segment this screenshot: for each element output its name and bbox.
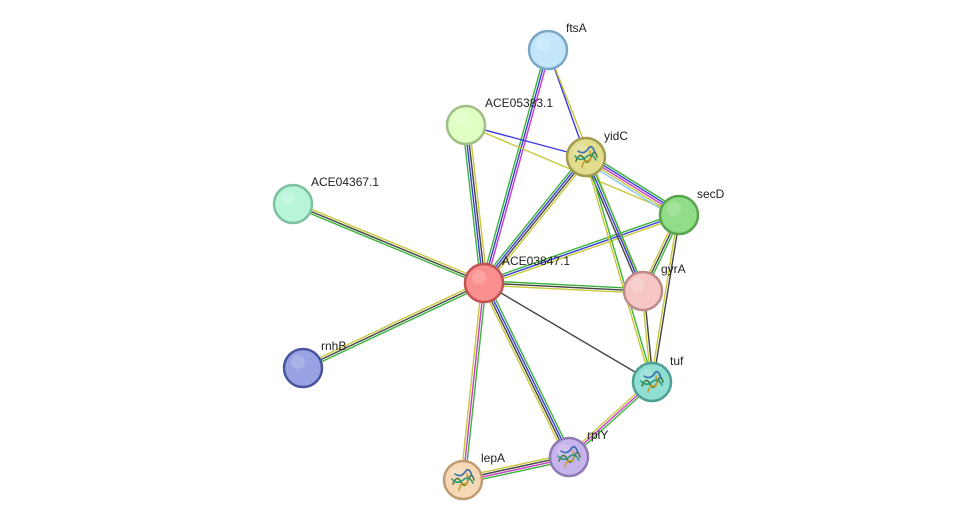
node-label: rplY: [587, 428, 608, 442]
edge-evidence-line: [484, 280, 644, 290]
edge-evidence-line: [652, 215, 681, 383]
node-rplY[interactable]: rplY: [548, 428, 608, 478]
node-label: tuf: [670, 354, 684, 368]
protein-structure-icon: [640, 370, 664, 393]
edge-ACE03847.1-lepA[interactable]: [460, 282, 487, 481]
edge-ACE05383.1-yidC[interactable]: [465, 124, 587, 158]
edge-ACE03847.1-ACE05383.1[interactable]: [462, 124, 488, 284]
edge-evidence-line: [586, 156, 654, 382]
node-tuf[interactable]: tuf: [631, 354, 684, 403]
node-circle[interactable]: [272, 183, 314, 225]
edge-evidence-line: [584, 157, 652, 383]
edge-evidence-line: [480, 284, 567, 459]
edge-ACE03847.1-rplY[interactable]: [480, 281, 573, 459]
edge-evidence-line: [293, 201, 486, 282]
node-label: ACE05383.1: [485, 96, 553, 110]
node-highlight: [472, 270, 486, 284]
node-highlight: [574, 144, 588, 158]
node-label: ftsA: [566, 21, 587, 35]
edge-evidence-line: [484, 216, 680, 286]
edge-evidence-line: [483, 282, 644, 292]
edge-evidence-line: [484, 157, 588, 285]
edge-secD-tuf[interactable]: [650, 214, 681, 383]
edge-evidence-line: [483, 282, 653, 383]
edge-evidence-line: [468, 124, 488, 283]
node-secD[interactable]: secD: [658, 187, 725, 236]
node-circle[interactable]: [527, 29, 569, 71]
node-circle[interactable]: [622, 270, 664, 312]
node-lepA[interactable]: lepA: [442, 451, 505, 501]
edge-evidence-line: [484, 282, 571, 457]
protein-structure-icon: [574, 145, 598, 168]
node-circle[interactable]: [658, 194, 700, 236]
edge-evidence-line: [302, 282, 485, 369]
node-label: rnhB: [321, 339, 346, 353]
node-label: ACE03847.1: [502, 254, 570, 268]
node-circle[interactable]: [463, 262, 505, 304]
node-label: lepA: [481, 451, 505, 465]
edge-evidence-line: [650, 214, 679, 382]
edge-evidence-line: [485, 50, 551, 284]
node-gyrA[interactable]: gyrA: [622, 262, 686, 312]
node-circle[interactable]: [282, 347, 324, 389]
edge-evidence-line: [585, 156, 644, 292]
node-ACE03847.1[interactable]: ACE03847.1: [463, 254, 570, 304]
node-highlight: [557, 444, 571, 458]
node-label: gyrA: [661, 262, 686, 276]
edge-ACE03847.1-tuf[interactable]: [483, 282, 653, 383]
protein-structure-icon: [557, 445, 581, 468]
node-highlight: [536, 37, 550, 51]
node-label: yidC: [604, 129, 628, 143]
edge-evidence-line: [483, 284, 643, 294]
edge-evidence-line: [464, 125, 484, 284]
protein-structure-icon: [451, 468, 475, 491]
edge-evidence-line: [466, 124, 486, 283]
node-highlight: [640, 369, 654, 383]
edge-ACE03847.1-yidC[interactable]: [480, 154, 590, 286]
node-rnhB[interactable]: rnhB: [282, 339, 346, 389]
node-yidC[interactable]: yidC: [565, 129, 628, 178]
edge-evidence-line: [483, 214, 680, 284]
edge-evidence-line: [291, 205, 484, 286]
edge-evidence-line: [465, 124, 587, 158]
edge-evidence-line: [483, 49, 549, 284]
edge-evidence-line: [481, 49, 547, 283]
edge-evidence-line: [482, 283, 569, 458]
edge-evidence-line: [482, 155, 586, 283]
node-ftsA[interactable]: ftsA: [527, 21, 587, 71]
edge-ACE03847.1-rnhB[interactable]: [301, 280, 486, 371]
node-highlight: [667, 202, 681, 216]
edge-ACE03847.1-gyrA[interactable]: [483, 280, 644, 294]
node-highlight: [451, 467, 465, 481]
edge-evidence-line: [480, 154, 584, 282]
edge-evidence-line: [460, 282, 483, 480]
node-label: secD: [697, 187, 725, 201]
edge-evidence-line: [292, 203, 485, 284]
node-highlight: [454, 112, 468, 126]
edge-ACE03847.1-ftsA[interactable]: [481, 49, 551, 284]
node-highlight: [291, 355, 305, 369]
edge-ACE03847.1-secD[interactable]: [483, 212, 680, 286]
edge-evidence-line: [462, 282, 485, 481]
nodes-layer: ftsA ACE05383.1 yidC ACE04367.1 secD ACE03847…: [272, 21, 725, 501]
edge-ACE03847.1-ACE04367.1[interactable]: [291, 201, 486, 286]
edge-evidence-line: [483, 212, 679, 282]
node-label: ACE04367.1: [311, 175, 379, 189]
edge-yidC-tuf[interactable]: [584, 156, 654, 383]
edge-evidence-line: [303, 284, 486, 371]
node-ACE04367.1[interactable]: ACE04367.1: [272, 175, 379, 225]
node-highlight: [631, 278, 645, 292]
edge-evidence-line: [462, 125, 482, 284]
edge-evidence-line: [464, 283, 487, 481]
node-highlight: [281, 191, 295, 205]
edge-evidence-line: [486, 158, 590, 286]
node-ACE05383.1[interactable]: ACE05383.1: [445, 96, 553, 146]
edge-evidence-line: [486, 281, 573, 456]
edge-evidence-line: [587, 155, 646, 291]
edge-evidence-line: [301, 280, 484, 367]
node-circle[interactable]: [445, 104, 487, 146]
